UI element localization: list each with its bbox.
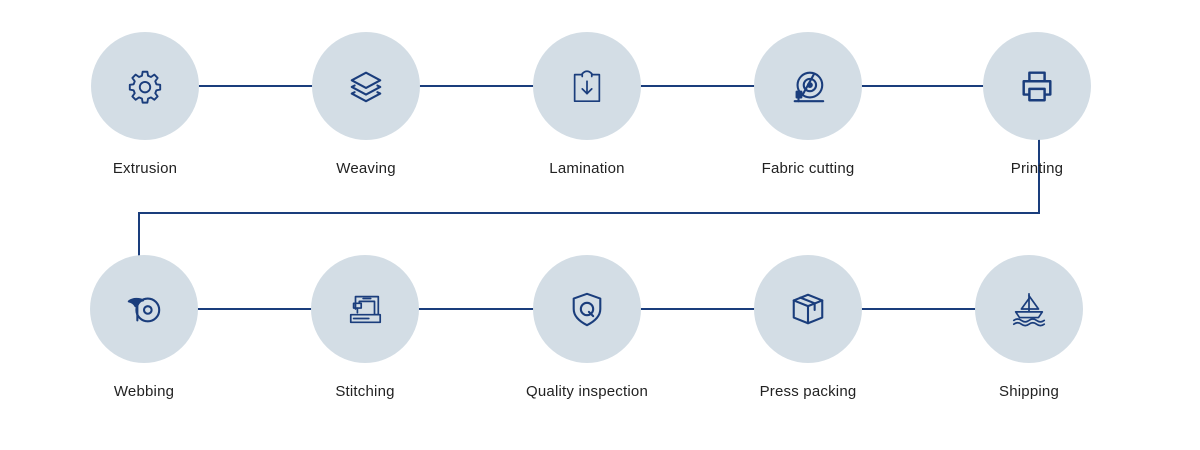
gear-icon xyxy=(126,67,164,105)
process-step-printing: Printing xyxy=(957,32,1117,177)
step-circle xyxy=(90,255,198,363)
step-label: Quality inspection xyxy=(526,383,648,400)
step-label: Lamination xyxy=(549,160,625,177)
step-circle xyxy=(533,255,641,363)
cutting-disc-icon xyxy=(789,67,827,105)
step-label: Printing xyxy=(1010,160,1064,177)
step-label: Weaving xyxy=(336,160,396,177)
tape-roll-icon xyxy=(125,290,163,328)
process-step-stitching: Stitching xyxy=(285,255,445,400)
process-step-quality-inspection: Quality inspection xyxy=(507,255,667,400)
process-step-fabric-cutting: Fabric cutting xyxy=(728,32,888,177)
process-step-press-packing: Press packing xyxy=(728,255,888,400)
step-circle xyxy=(312,32,420,140)
sailboat-icon xyxy=(1010,290,1048,328)
step-label: Extrusion xyxy=(112,160,178,177)
step-circle xyxy=(533,32,641,140)
step-label: Stitching xyxy=(335,383,395,400)
step-label: Press packing xyxy=(759,383,857,400)
step-label: Fabric cutting xyxy=(761,160,855,177)
step-label: Shipping xyxy=(999,383,1059,400)
step-circle xyxy=(983,32,1091,140)
sewing-machine-icon xyxy=(346,290,384,328)
step-circle xyxy=(91,32,199,140)
printer-icon xyxy=(1018,67,1056,105)
step-circle xyxy=(311,255,419,363)
process-step-shipping: Shipping xyxy=(949,255,1109,400)
connector-printing-webbing xyxy=(138,138,1040,258)
process-step-lamination: Lamination xyxy=(507,32,667,177)
step-circle xyxy=(754,32,862,140)
layers-icon xyxy=(347,67,385,105)
shield-q-icon xyxy=(568,290,606,328)
step-circle xyxy=(975,255,1083,363)
package-box-icon xyxy=(789,290,827,328)
process-step-webbing: Webbing xyxy=(64,255,224,400)
step-label: Webbing xyxy=(113,383,175,400)
clipboard-download-icon xyxy=(568,67,606,105)
process-step-extrusion: Extrusion xyxy=(65,32,225,177)
step-circle xyxy=(754,255,862,363)
process-step-weaving: Weaving xyxy=(286,32,446,177)
